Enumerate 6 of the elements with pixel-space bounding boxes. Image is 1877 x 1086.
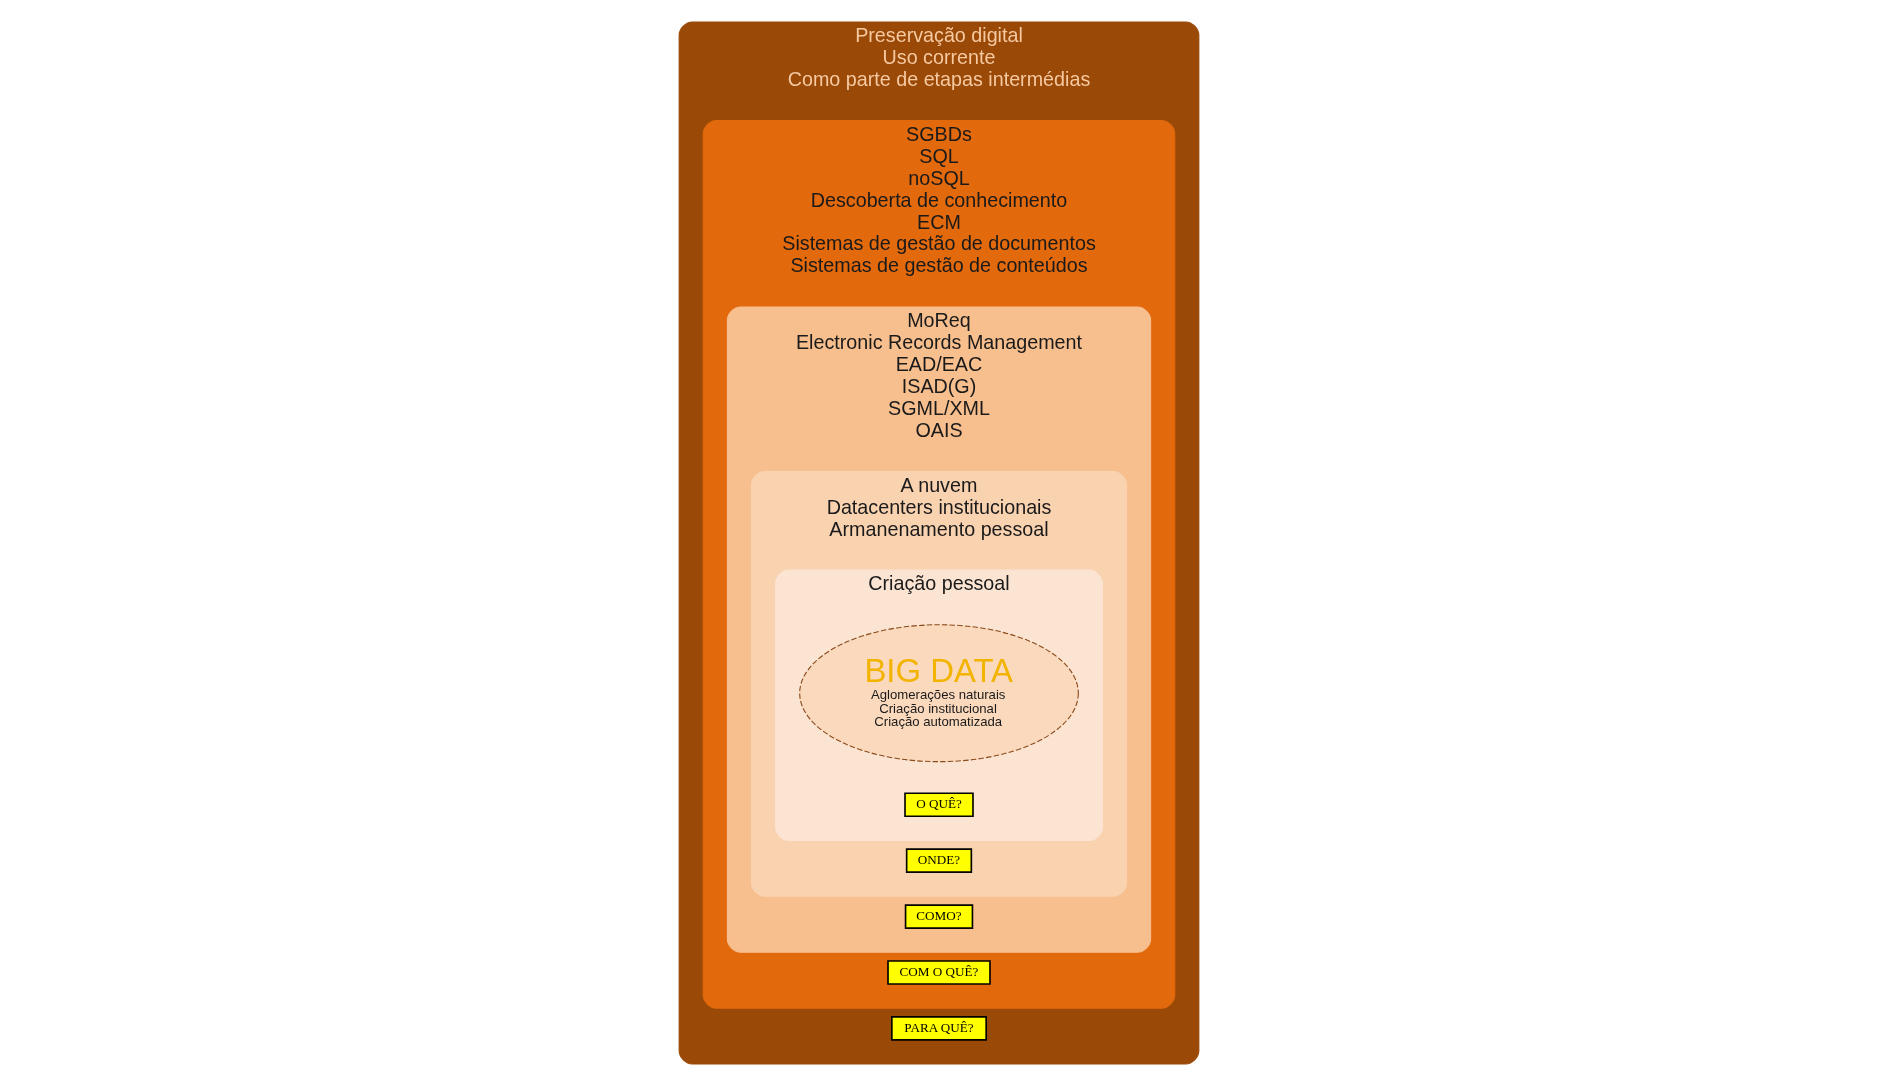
node-box: COM O QUÊ? [886,960,991,985]
node-box: PARA QUÊ? [890,1016,987,1041]
node-ellipse: BIG DATA Aglomerações naturais Criação institucional Criação automatizada [798,624,1079,763]
node-box: O QUÊ? [903,792,974,818]
node-box: COMO? [904,904,973,929]
node-box: ONDE? [905,848,972,873]
